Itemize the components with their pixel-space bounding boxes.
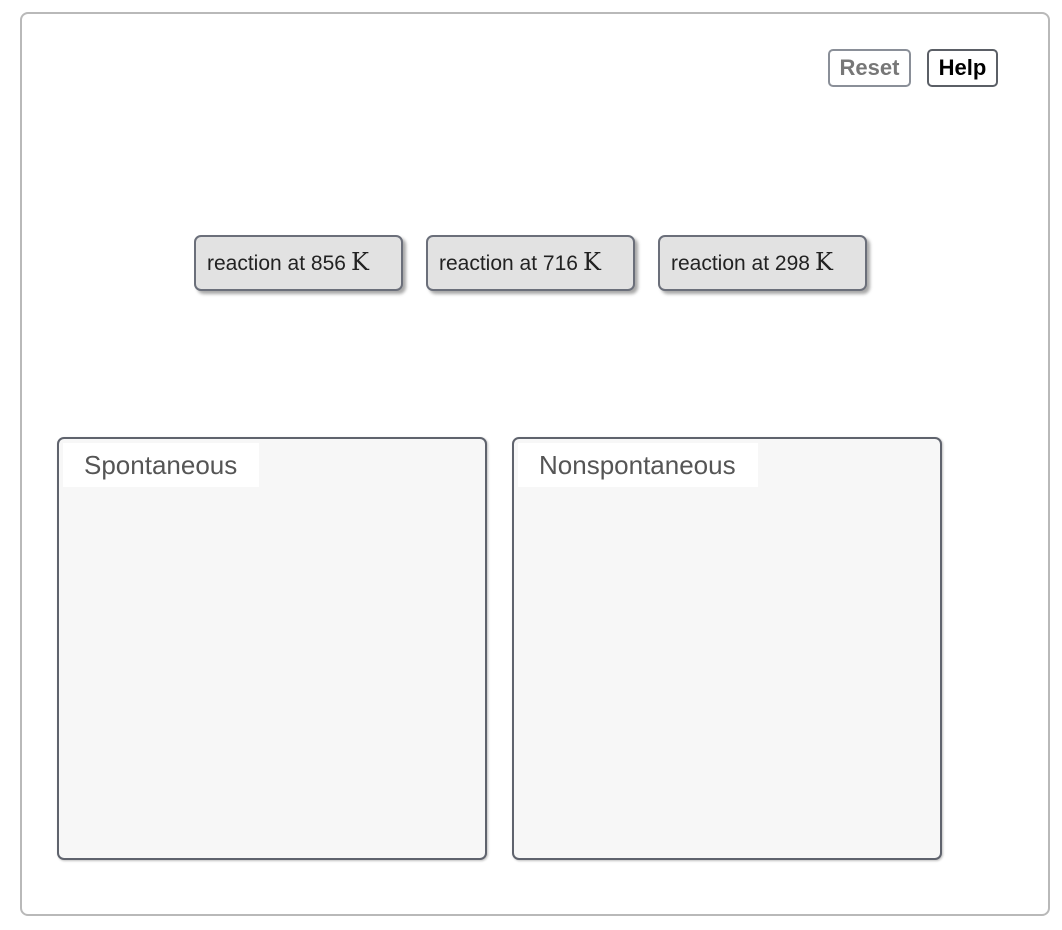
token-unit: K	[814, 248, 833, 276]
drop-zone-label: Nonspontaneous	[518, 443, 758, 487]
token-label: reaction at 856	[207, 252, 346, 275]
reset-button[interactable]: Reset	[828, 49, 911, 87]
drop-zone-label: Spontaneous	[63, 443, 260, 487]
token-label: reaction at 716	[439, 252, 578, 275]
help-button[interactable]: Help	[927, 49, 998, 87]
drop-zone-spontaneous[interactable]: Spontaneous	[57, 437, 487, 860]
token-unit: K	[350, 248, 369, 276]
drop-zone-nonspontaneous[interactable]: Nonspontaneous	[512, 437, 942, 860]
token-label: reaction at 298	[671, 252, 810, 275]
token-unit: K	[582, 248, 601, 276]
